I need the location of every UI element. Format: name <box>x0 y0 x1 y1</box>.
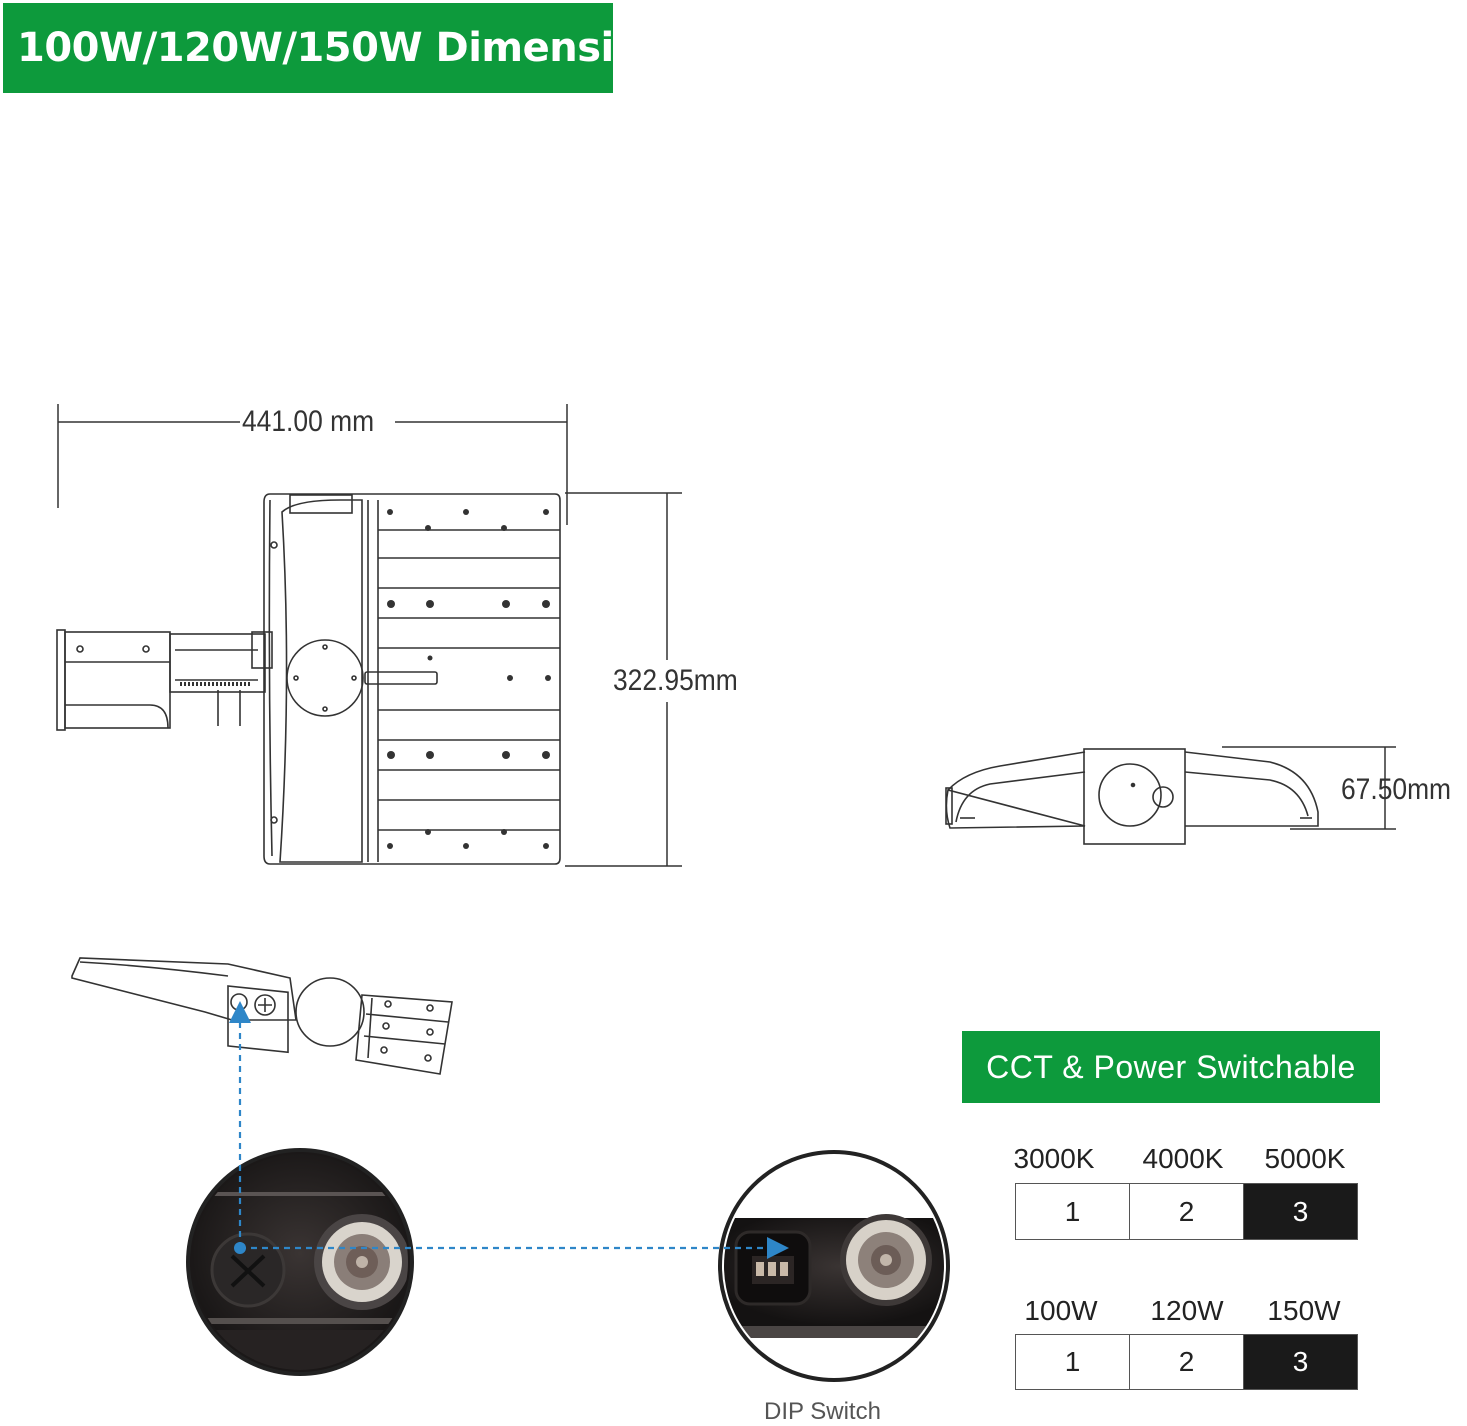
cct-position-1: 1 <box>1016 1184 1130 1239</box>
power-header-3: 150W <box>1267 1295 1341 1326</box>
power-header-1: 100W <box>1024 1295 1098 1326</box>
zoom-circle-right <box>718 1150 950 1382</box>
top-view-luminaire <box>56 493 561 865</box>
side-view-luminaire <box>945 748 1319 845</box>
length-dimension-label: 322.95mm <box>613 664 738 697</box>
power-position-2: 2 <box>1130 1335 1244 1389</box>
zoom-circle-left <box>186 1148 414 1376</box>
height-dimension-line <box>1222 746 1396 830</box>
length-dimension-line <box>565 492 682 867</box>
cct-header-1: 3000K <box>1013 1143 1095 1174</box>
power-switch-row: 1 2 3 <box>1015 1334 1358 1390</box>
switch-panel-title: CCT & Power Switchable <box>962 1031 1380 1103</box>
width-dimension-line <box>57 404 568 525</box>
cct-position-2: 2 <box>1130 1184 1244 1239</box>
cct-header-2: 4000K <box>1142 1143 1224 1174</box>
dip-switch-pointer-arrows <box>229 1001 789 1259</box>
cct-header-3: 5000K <box>1264 1143 1346 1174</box>
cct-position-3: 3 <box>1244 1184 1357 1239</box>
perspective-view-luminaire <box>71 957 453 1075</box>
page-title: 100W/120W/150W Dimension <box>17 25 669 71</box>
dip-switch-caption: DIP Switch <box>764 1398 881 1425</box>
arrow-origin-dot <box>234 1242 246 1254</box>
height-dimension-label: 67.50mm <box>1341 773 1452 806</box>
width-dimension-label: 441.00 mm <box>242 405 375 438</box>
cct-switch-row: 1 2 3 <box>1015 1183 1358 1240</box>
power-position-3: 3 <box>1244 1335 1357 1389</box>
header-banner: 100W/120W/150W Dimension <box>3 3 669 93</box>
switch-panel-title-text: CCT & Power Switchable <box>986 1048 1356 1085</box>
fin-fasteners <box>387 509 551 849</box>
power-position-1: 1 <box>1016 1335 1130 1389</box>
power-header-2: 120W <box>1150 1295 1224 1326</box>
